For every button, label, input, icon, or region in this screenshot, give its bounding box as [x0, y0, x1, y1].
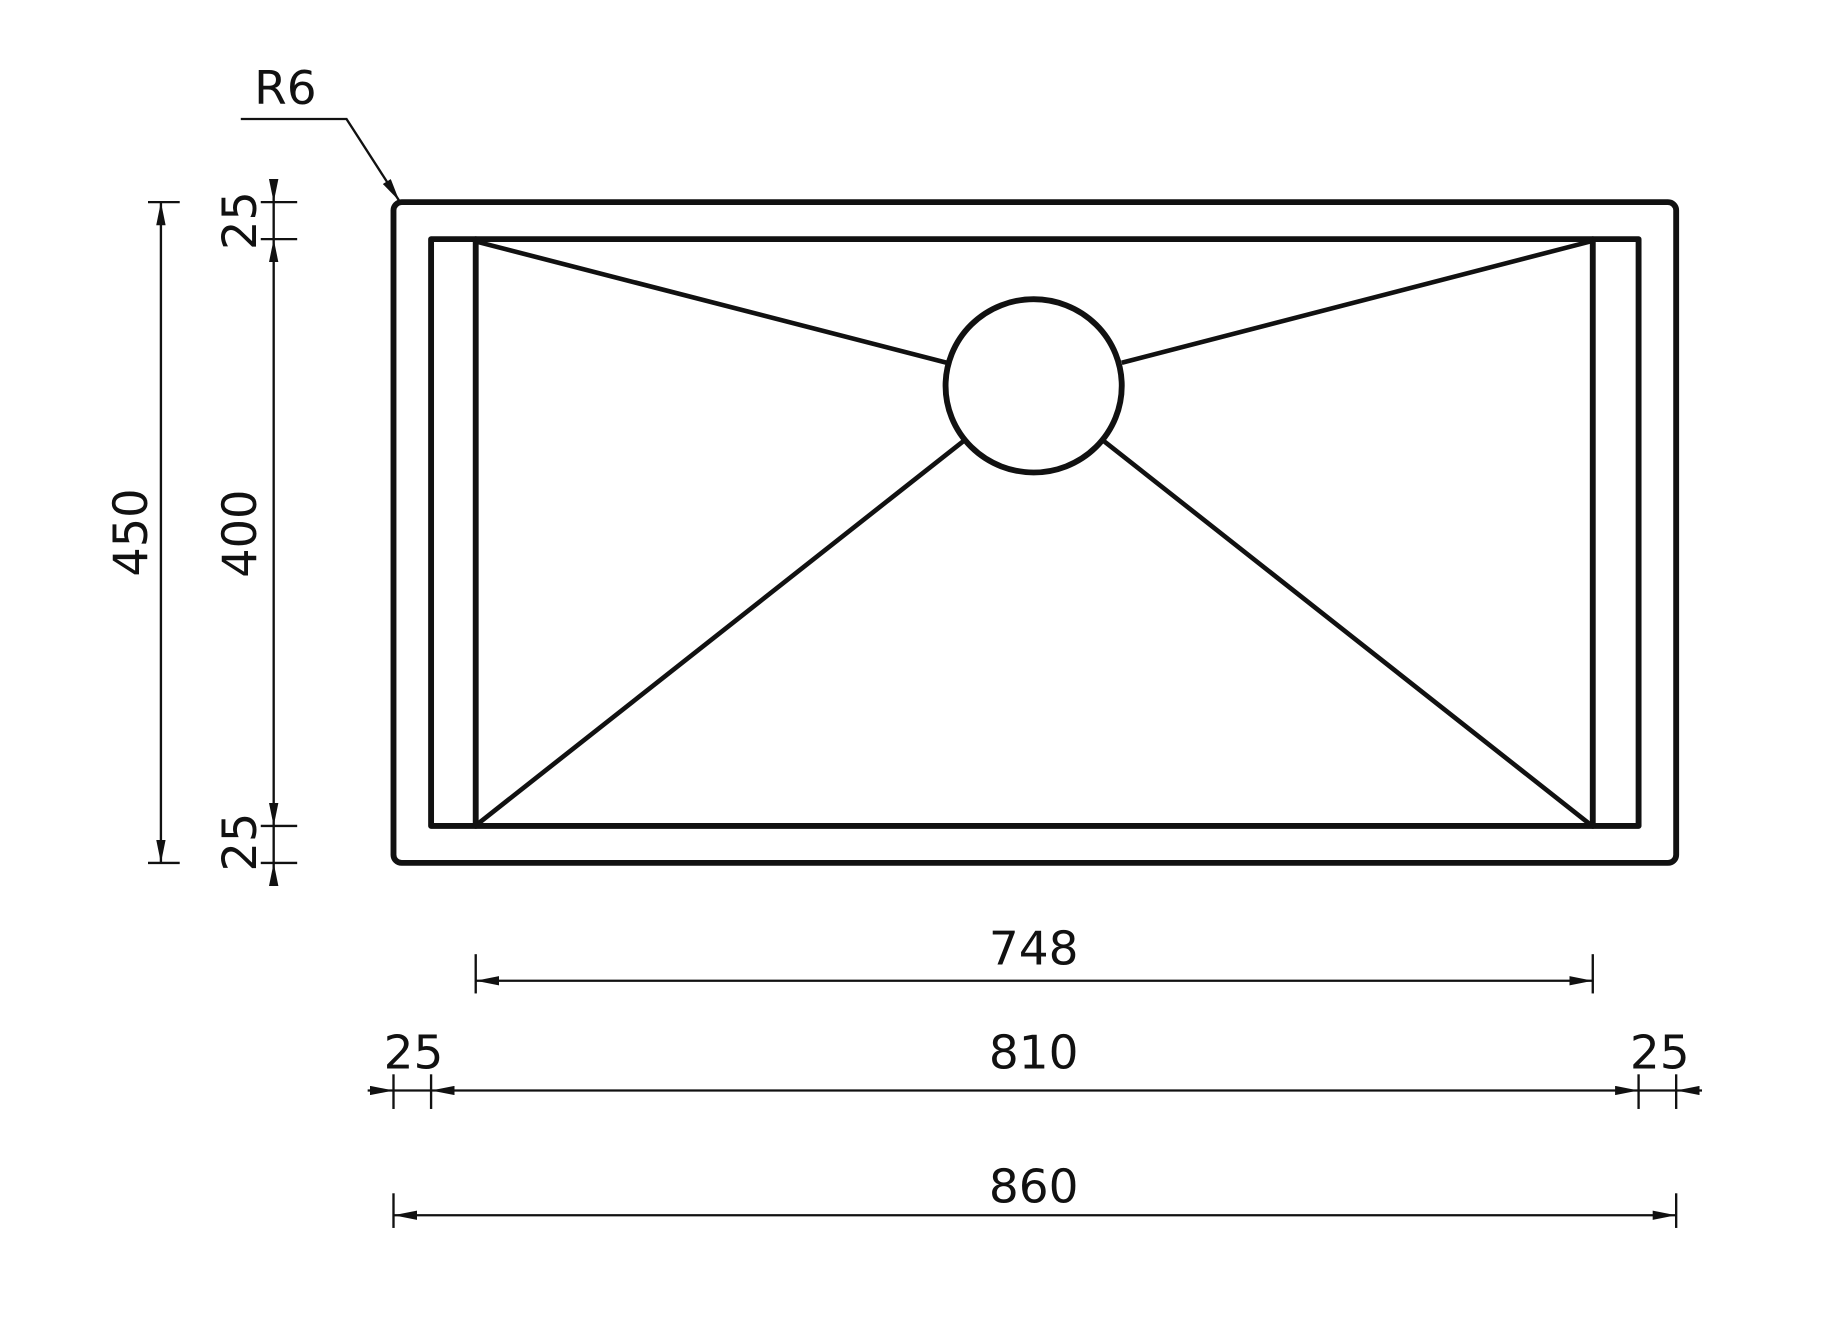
- svg-text:860: 860: [989, 1160, 1079, 1214]
- sink-bowl-outline: [428, 236, 1642, 829]
- svg-text:748: 748: [989, 922, 1079, 976]
- dim-right-rim: 25: [1630, 1026, 1690, 1080]
- dim-inner-width: 25 810 25: [367, 1026, 1703, 1109]
- slope-line-top-left: [475, 239, 948, 365]
- dim-bowl-width: 748: [474, 922, 1594, 994]
- svg-text:400: 400: [213, 490, 267, 578]
- dim-overall-height: 450: [103, 201, 180, 865]
- sink-outer-rim: [390, 199, 1680, 866]
- drain-circle: [942, 296, 1125, 476]
- slope-line-top-right: [1121, 239, 1592, 365]
- dim-inner-height: 25 400 25: [213, 179, 298, 887]
- radius-leader: [240, 117, 401, 202]
- dim-bottom-rim: 25: [213, 813, 267, 872]
- slope-line-bottom-left: [476, 439, 965, 826]
- dim-left-rim: 25: [384, 1026, 444, 1080]
- svg-text:450: 450: [103, 488, 157, 576]
- dim-top-rim: 25: [213, 191, 267, 250]
- slope-line-bottom-right: [1102, 439, 1591, 826]
- radius-label: R6: [254, 61, 317, 115]
- svg-text:810: 810: [989, 1026, 1079, 1080]
- dim-overall-width: 860: [392, 1160, 1678, 1228]
